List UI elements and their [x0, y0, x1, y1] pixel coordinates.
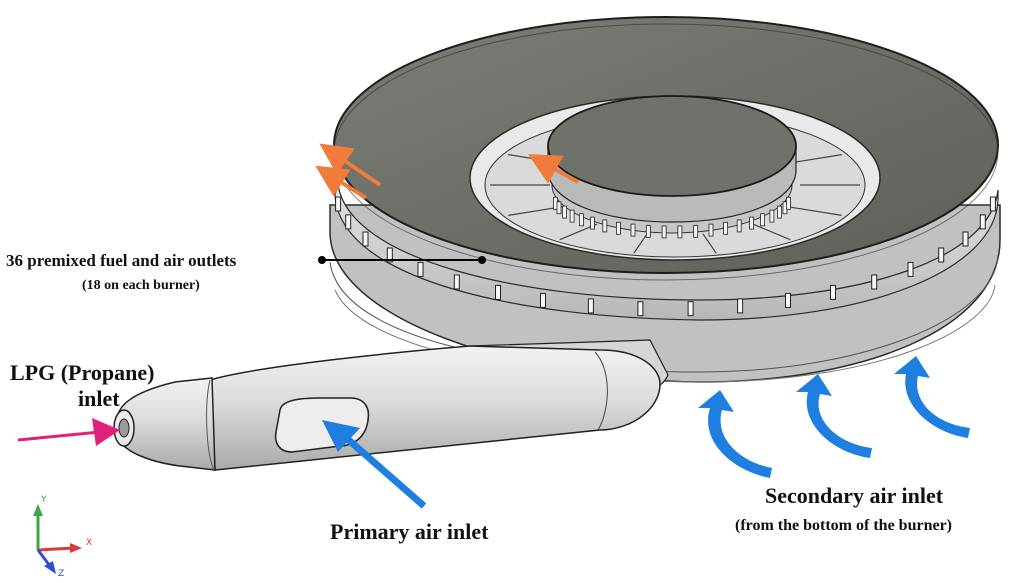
inner-outlet-slot — [562, 205, 567, 219]
outlet-slot — [417, 261, 424, 277]
inner-outlet-slot — [708, 223, 714, 237]
spoke — [752, 223, 791, 241]
inner-outlet-slot — [749, 216, 754, 230]
outlet-slot — [938, 247, 945, 263]
axis-triad: Y X Z — [33, 495, 92, 579]
outlet-slot — [345, 214, 352, 230]
secondary-arrow-2 — [796, 374, 872, 458]
inner-outlet-slot — [677, 225, 683, 239]
secondary-arrow-3 — [894, 356, 970, 438]
inner-outlet-slot — [645, 224, 651, 238]
outlets-label: 36 premixed fuel and air outlets — [6, 251, 237, 270]
inner-outlet-slot — [769, 209, 775, 223]
outlet-slot — [785, 292, 791, 308]
outlet-slot — [386, 247, 393, 263]
inner-outlet-slot — [590, 216, 595, 230]
primary-air-arrow — [322, 420, 427, 509]
inner-outlet-slot — [630, 223, 636, 237]
venturi-pipe — [113, 339, 669, 471]
outlet-arrow-3 — [528, 154, 579, 184]
secondary-air-label: Secondary air inlet — [765, 483, 944, 508]
inner-outlet-slot — [693, 224, 699, 238]
outlet-slot — [907, 261, 914, 277]
outlet-slot — [495, 284, 501, 300]
outlet-slot — [830, 284, 836, 300]
inner-outlet-slot — [556, 201, 562, 215]
outlet-slot — [362, 231, 369, 247]
spoke — [787, 154, 842, 164]
axis-x-label: X — [86, 538, 92, 548]
outlet-slot — [637, 301, 644, 317]
inner-outlet-slot — [602, 219, 608, 233]
outlet-flow-arrows — [315, 143, 579, 200]
outlet-slot — [335, 196, 342, 212]
outlet-slot — [540, 292, 546, 308]
secondary-air-sublabel: (from the bottom of the burner) — [735, 517, 952, 534]
outlets-leader — [318, 256, 486, 264]
outlet-slot — [979, 214, 986, 230]
primary-air-label: Primary air inlet — [330, 519, 489, 544]
axis-y-label: Y — [40, 495, 47, 505]
inner-outlet-slot — [569, 209, 575, 223]
inner-outlet-slot — [786, 196, 791, 210]
outlet-slot — [989, 196, 996, 212]
outlet-slot — [871, 274, 878, 290]
inner-outlet-slot — [661, 225, 667, 239]
outlet-slot — [687, 301, 694, 317]
inner-outlet-slot — [760, 213, 765, 227]
outlet-arrow-1 — [319, 143, 382, 187]
inner-outlet-slot — [777, 205, 782, 219]
spoke — [633, 233, 648, 254]
lpg-label-line1: LPG (Propane) — [10, 360, 154, 385]
outlet-slot — [962, 231, 969, 247]
secondary-arrow-1 — [698, 390, 772, 478]
lpg-inlet-arrow — [17, 418, 120, 446]
inner-outlet-slot — [723, 221, 728, 235]
axis-z-label: Z — [58, 569, 64, 579]
outlet-slot — [737, 298, 744, 314]
inner-outlet-slot — [616, 221, 621, 235]
spoke — [787, 206, 842, 216]
lpg-label-line2: inlet — [78, 386, 120, 411]
inner-outlet-slot — [579, 213, 584, 227]
outlets-sublabel: (18 on each burner) — [82, 278, 200, 293]
spoke — [702, 233, 717, 254]
outlet-slot — [587, 298, 594, 314]
secondary-air-arrows — [698, 356, 970, 478]
outlet-arrow-2 — [315, 165, 368, 200]
outlet-slots — [335, 196, 996, 317]
inner-outlet-slot — [736, 219, 742, 233]
outlet-slot — [453, 274, 460, 290]
inner-cap — [547, 95, 797, 223]
